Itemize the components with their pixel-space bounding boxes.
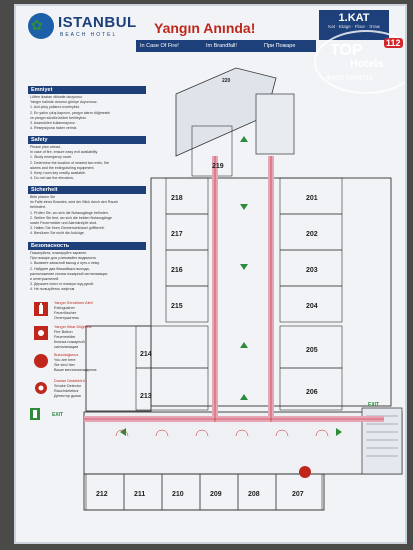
room-label: 207 — [292, 491, 304, 498]
evacuation-plan-board: 219 218 217 216 215 214 213 201 202 203 … — [14, 4, 407, 544]
you-are-here-marker — [299, 466, 311, 478]
lang-en: In Case Of Fire! — [140, 43, 179, 49]
room-label: 205 — [306, 347, 318, 354]
room-label: 206 — [306, 389, 318, 396]
fire-extinguisher-icon — [34, 302, 48, 316]
room-label: 210 — [172, 491, 184, 498]
room-label: 212 — [96, 491, 108, 498]
section-tr: Emniyet Lütfen ikazları dikkatle okuyunu… — [28, 86, 146, 132]
section-ru: Безопасность Пожалуйста, планируйте зара… — [28, 242, 146, 294]
smoke-detector-icon — [35, 382, 47, 394]
fire-button-icon — [34, 326, 48, 340]
exit-sign-icon — [30, 408, 40, 420]
page-title: Yangın Anında! — [154, 20, 256, 36]
room-label: 201 — [306, 195, 318, 202]
lang-de: Im Brandfall! — [206, 43, 237, 49]
exit-label: EXIT — [52, 412, 63, 418]
language-bar: In Case Of Fire! Im Brandfall! При Пожар… — [136, 40, 316, 52]
you-are-here-icon — [34, 354, 48, 368]
room-label: 215 — [171, 303, 183, 310]
room-label: 220 — [222, 78, 231, 84]
hotel-logo: ✿ ISTANBUL BEACH HOTEL — [28, 12, 138, 46]
room-label: 218 — [171, 195, 183, 202]
palm-icon: ✿ — [31, 17, 43, 33]
room-label: 219 — [212, 163, 224, 170]
watermark: TOP 112 Hotels ФОТО ТУРИСТА — [306, 28, 405, 94]
room-label: 208 — [248, 491, 260, 498]
exit-label: EXIT — [368, 402, 379, 408]
room-label: 204 — [306, 303, 318, 310]
room-label: 203 — [306, 267, 318, 274]
room-label: 214 — [140, 351, 152, 358]
section-en: Safety Please plan ahead.In case of fire… — [28, 136, 146, 182]
room-label: 213 — [140, 393, 152, 400]
room-label: 202 — [306, 231, 318, 238]
room-label: 211 — [134, 491, 145, 498]
lang-ru: При Пожаре — [264, 43, 296, 49]
floor-plan: 219 218 217 216 215 214 213 201 202 203 … — [52, 67, 403, 511]
room-label: 217 — [171, 231, 183, 238]
room-label: 216 — [171, 267, 183, 274]
room-label: 209 — [210, 491, 222, 498]
